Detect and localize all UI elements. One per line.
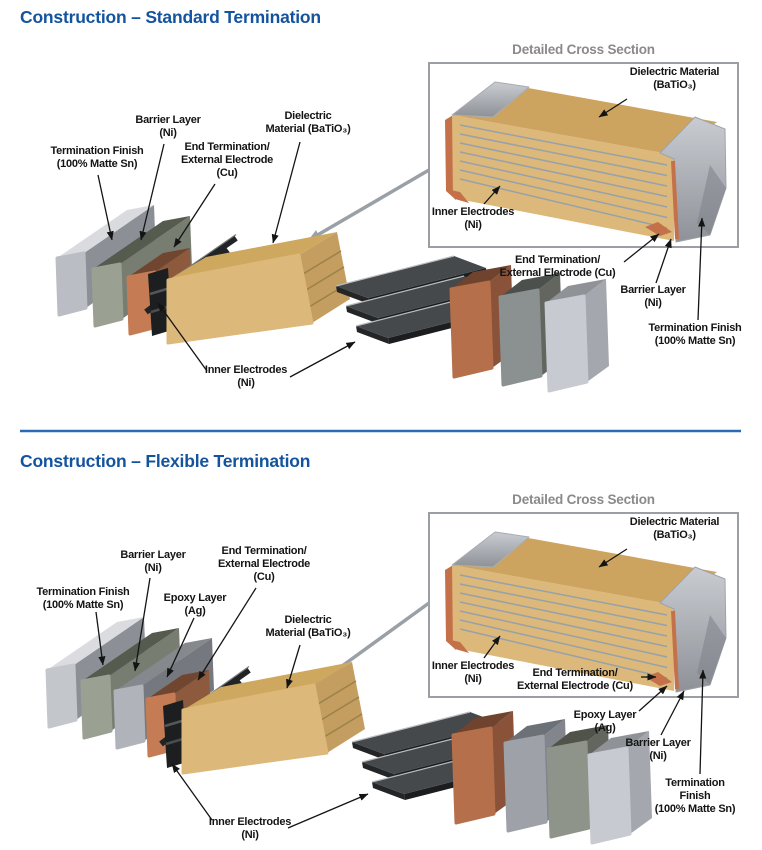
label-barrier-layer: Barrier Layer (Ni) xyxy=(120,549,186,574)
cs-label-termination-finish: Termination Finish (100% Matte Sn) xyxy=(648,322,742,347)
section-title-flexible: Construction – Flexible Termination xyxy=(20,451,311,471)
label-dielectric-material: Dielectric Material (BaTiO₃) xyxy=(265,614,351,639)
cross-section-heading-flexible: Detailed Cross Section xyxy=(512,492,655,507)
cs-label-end-termination: End Termination/ External Electrode (Cu) xyxy=(517,667,633,692)
cross-section-heading-standard: Detailed Cross Section xyxy=(512,42,655,57)
cs-label-end-termination: End Termination/ External Electrode (Cu) xyxy=(499,254,616,279)
cs-label-termination-finish: Termination Finish (100% Matte Sn) xyxy=(654,777,736,815)
cross-section-box-standard xyxy=(428,62,739,248)
label-inner-electrodes: Inner Electrodes (Ni) xyxy=(208,816,292,841)
cs-label-dielectric-material: Dielectric Material (BaTiO₃) xyxy=(629,516,720,541)
section-title-standard: Construction – Standard Termination xyxy=(20,7,321,27)
exploded-view-flexible xyxy=(47,617,652,843)
exploded-view-standard xyxy=(57,205,609,391)
callout-arrows-standard xyxy=(97,98,706,378)
cs-label-inner-electrodes: Inner Electrodes (Ni) xyxy=(431,206,515,231)
label-inner-electrodes: Inner Electrodes (Ni) xyxy=(204,364,288,389)
label-dielectric-material: Dielectric Material (BaTiO₃) xyxy=(265,110,351,135)
label-barrier-layer: Barrier Layer (Ni) xyxy=(135,114,201,139)
zoom-callout-arrow xyxy=(308,168,430,242)
label-epoxy-layer: Epoxy Layer (Ag) xyxy=(163,592,227,617)
label-end-termination: End Termination/ External Electrode (Cu) xyxy=(217,545,311,583)
label-end-termination: End Termination/ External Electrode (Cu) xyxy=(180,141,274,179)
cs-label-barrier-layer: Barrier Layer (Ni) xyxy=(620,284,686,309)
cs-label-epoxy-layer: Epoxy Layer (Ag) xyxy=(573,709,637,734)
cs-label-inner-electrodes: Inner Electrodes (Ni) xyxy=(431,660,515,685)
cs-label-dielectric-material: Dielectric Material (BaTiO₃) xyxy=(629,66,720,91)
cs-label-barrier-layer: Barrier Layer (Ni) xyxy=(625,737,691,762)
callout-arrows-flexible xyxy=(95,548,707,829)
label-termination-finish: Termination Finish (100% Matte Sn) xyxy=(50,145,144,170)
label-termination-finish: Termination Finish (100% Matte Sn) xyxy=(36,586,130,611)
